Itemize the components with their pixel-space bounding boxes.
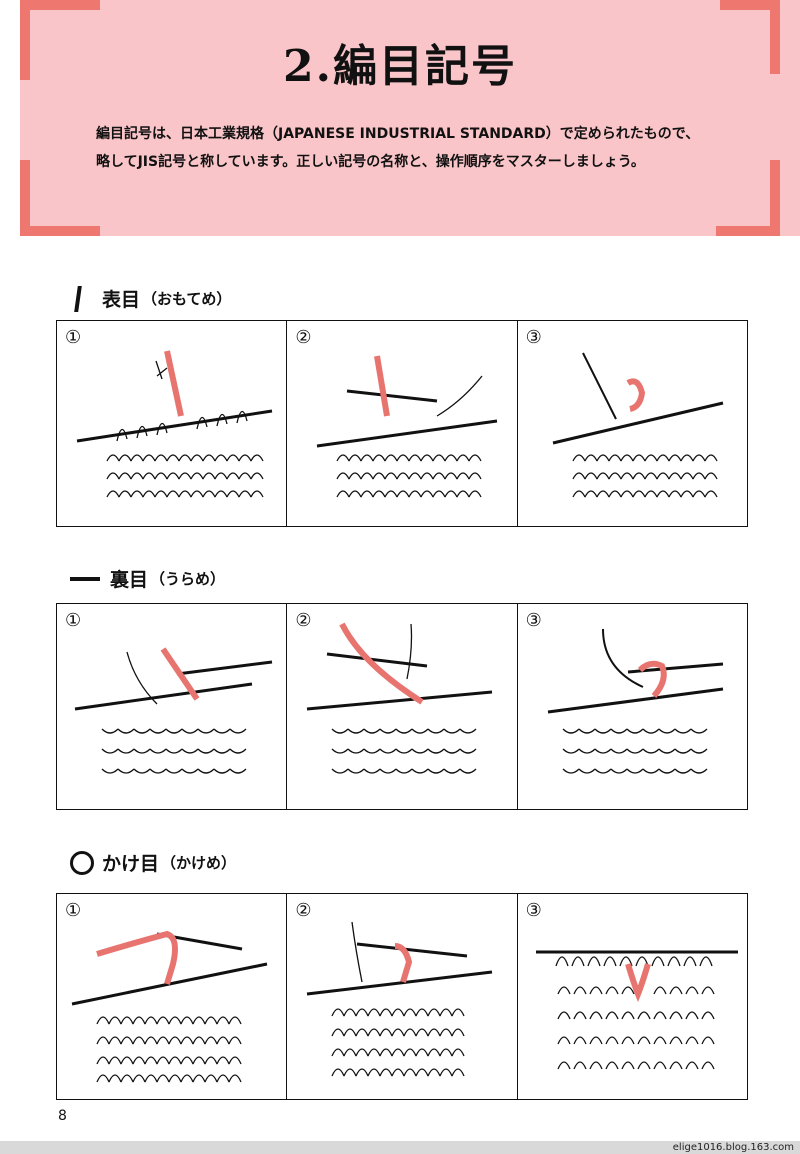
section-reading: （うらめ） [150,570,226,588]
circle-symbol [70,850,94,875]
step-panel: ① [57,604,288,809]
section-title-kake: かけ目 （かけめ） [70,849,236,876]
diagram-row-omote: ① ② ③ [56,320,748,527]
section-reading: （かけめ） [161,854,237,872]
corner-bracket [20,0,30,80]
vertical-line-symbol [74,285,82,312]
step-panel: ① [57,894,288,1099]
corner-bracket [20,0,100,10]
step-number: ③ [525,610,542,631]
page-title: 2.編目記号 [283,41,517,92]
corner-bracket [716,226,780,236]
step-number: ② [295,327,312,348]
intro-line: 編目記号は、日本工業規格（JAPANESE INDUSTRIAL STANDAR… [96,126,700,142]
corner-bracket [20,160,30,236]
yarn-over-illustration [71,930,268,1083]
corner-bracket [770,0,780,74]
step-number: ② [295,900,312,921]
yarn-over-illustration [307,921,493,1077]
purl-stitch-illustration [547,628,723,774]
horizontal-line-symbol [70,576,100,581]
purl-stitch-illustration [307,622,493,774]
step-panel: ① [57,321,288,526]
step-number: ③ [525,900,542,921]
step-number: ② [295,610,312,631]
section-name: かけ目 [102,853,160,875]
step-panel: ② [287,321,518,526]
diagram-row-ura: ① ② ③ [56,603,748,810]
yarn-over-illustration [535,950,738,1070]
step-panel: ② [287,894,518,1099]
intro-line: 略してJIS記号と称しています。正しい記号の名称と、操作順序をマスターしましょう… [96,154,645,170]
corner-bracket [20,226,100,236]
step-panel: ② [287,604,518,809]
knit-stitch-illustration [317,355,498,498]
section-title-ura: 裏目 （うらめ） [70,565,225,592]
blog-url: elige1016.blog.163.com [672,1142,794,1153]
corner-bracket [720,0,780,10]
header-banner [20,0,800,236]
step-panel: ③ [518,604,747,809]
step-number: ③ [525,327,542,348]
corner-bracket [770,160,780,236]
step-number: ① [65,610,82,631]
section-name: 裏目 [110,569,149,591]
purl-stitch-illustration [74,647,273,774]
step-number: ① [65,900,82,921]
section-reading: （おもてめ） [142,290,232,308]
knit-stitch-illustration [76,350,273,498]
intro-text: 編目記号は、日本工業規格（JAPANESE INDUSTRIAL STANDAR… [96,120,756,176]
step-number: ① [65,327,82,348]
step-panel: ③ [518,321,747,526]
footer-bar [0,1141,800,1154]
page-number: 8 [58,1108,67,1124]
section-title-omote: 表目 （おもてめ） [70,285,231,312]
diagram-row-kake: ① ② [56,893,748,1100]
section-name: 表目 [102,289,141,311]
step-panel: ③ [518,894,747,1099]
knit-stitch-illustration [552,352,723,498]
